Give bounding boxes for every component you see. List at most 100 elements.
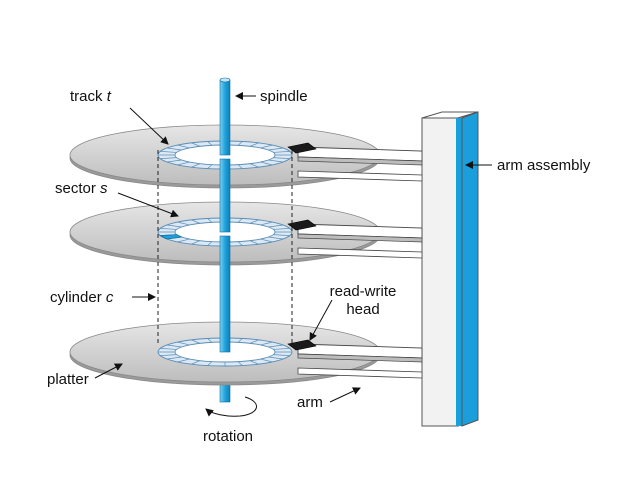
sector-divider: [273, 157, 290, 159]
sector-divider: [237, 218, 243, 223]
sector-divider: [237, 338, 243, 343]
arm-label: arm: [297, 394, 323, 411]
highlighted-sector: [158, 234, 184, 240]
sector-divider: [177, 221, 190, 226]
sector-divider: [273, 354, 290, 356]
sector-divider: [268, 344, 284, 348]
spindle-segment: [219, 235, 231, 353]
sector-divider: [191, 142, 201, 147]
platter-1: [69, 124, 423, 189]
sector-divider: [273, 228, 290, 230]
sector-divider: [249, 360, 259, 365]
arm-assembly: [421, 111, 479, 427]
labels: track t spindle sector s arm assembly cy…: [47, 88, 591, 445]
arm-assembly-face: [421, 117, 459, 427]
sector-divider: [260, 358, 273, 363]
sector-divider: [166, 159, 182, 163]
sector-divider: [177, 238, 190, 243]
arm-underside: [297, 156, 423, 166]
sector-divider: [166, 344, 182, 348]
arm-arrow: [329, 387, 361, 403]
platter-stack: [69, 77, 423, 403]
sector-divider: [237, 164, 243, 169]
sector-divider: [160, 348, 177, 350]
cylinder-label: cylinder c: [50, 289, 114, 306]
sector-divider: [177, 358, 190, 363]
spindle-segment: [219, 79, 231, 156]
read-write-head: [287, 339, 317, 351]
sector-divider: [249, 142, 259, 147]
sector-divider: [268, 356, 284, 360]
sector-divider: [249, 219, 259, 224]
read-write-head: [287, 142, 317, 154]
sector-divider: [249, 339, 259, 344]
sector-divider: [273, 151, 290, 153]
sector-divider: [237, 361, 243, 366]
sector-divider: [260, 341, 273, 346]
sector-divider: [237, 141, 243, 146]
sector-divider: [273, 348, 290, 350]
arm-assembly-label: arm assembly: [497, 157, 591, 174]
arm-assembly-stripe: [456, 118, 464, 426]
read-write-head-arrow: [309, 299, 333, 341]
sector-divider: [237, 241, 243, 246]
sector-divider: [166, 356, 182, 360]
sector-divider: [207, 241, 213, 246]
sector-divider: [166, 147, 182, 151]
platter-arrow: [94, 363, 123, 379]
sector-divider: [191, 219, 201, 224]
sector-divider: [177, 161, 190, 166]
sector-divider: [268, 236, 284, 240]
track-arrow: [129, 107, 169, 145]
arm-underside: [297, 233, 423, 243]
spindle-label: spindle: [260, 88, 308, 105]
sector-divider: [207, 164, 213, 169]
sector-divider: [160, 157, 177, 159]
sector-divider: [260, 238, 273, 243]
track-label: track t: [70, 88, 112, 105]
sector-divider: [177, 341, 190, 346]
sector-divider: [268, 224, 284, 228]
sector-divider: [160, 354, 177, 356]
sector-divider: [268, 159, 284, 163]
read-write-head-label-line1: read-write: [330, 283, 397, 300]
sector-divider: [177, 144, 190, 149]
arm-lower: [297, 367, 423, 379]
arm-assembly-stripe-side: [461, 111, 479, 427]
sector-label: sector s: [55, 180, 108, 197]
platter-3: [69, 321, 423, 386]
sector-divider: [160, 228, 177, 230]
rotation-label: rotation: [203, 428, 253, 445]
sector-divider: [166, 224, 182, 228]
sector-divider: [207, 141, 213, 146]
sector-divider: [191, 339, 201, 344]
sector-divider: [260, 161, 273, 166]
sector-divider: [207, 361, 213, 366]
cylinder-outline: [157, 150, 293, 345]
arm-lower: [297, 170, 423, 182]
read-write-head: [287, 219, 317, 231]
sector-divider: [260, 221, 273, 226]
platter-label: platter: [47, 371, 89, 388]
sector-divider: [260, 144, 273, 149]
sector-divider: [191, 163, 201, 168]
read-write-head-label-line2: head: [346, 301, 379, 318]
spindle-top-cap: [219, 77, 231, 83]
sector-divider: [249, 240, 259, 245]
sector-divider: [249, 163, 259, 168]
sector-divider: [207, 218, 213, 223]
sector-divider: [207, 338, 213, 343]
sector-arrow: [117, 192, 179, 218]
sector-divider: [268, 147, 284, 151]
sector-divider: [191, 240, 201, 245]
spindle-segment: [219, 158, 231, 233]
sector-divider: [273, 234, 290, 236]
sector-divider: [191, 360, 201, 365]
arm-underside: [297, 353, 423, 363]
sector-divider: [160, 151, 177, 153]
rotation-arrow: [205, 396, 257, 417]
platter-2: [69, 201, 423, 266]
arm-lower: [297, 247, 423, 259]
